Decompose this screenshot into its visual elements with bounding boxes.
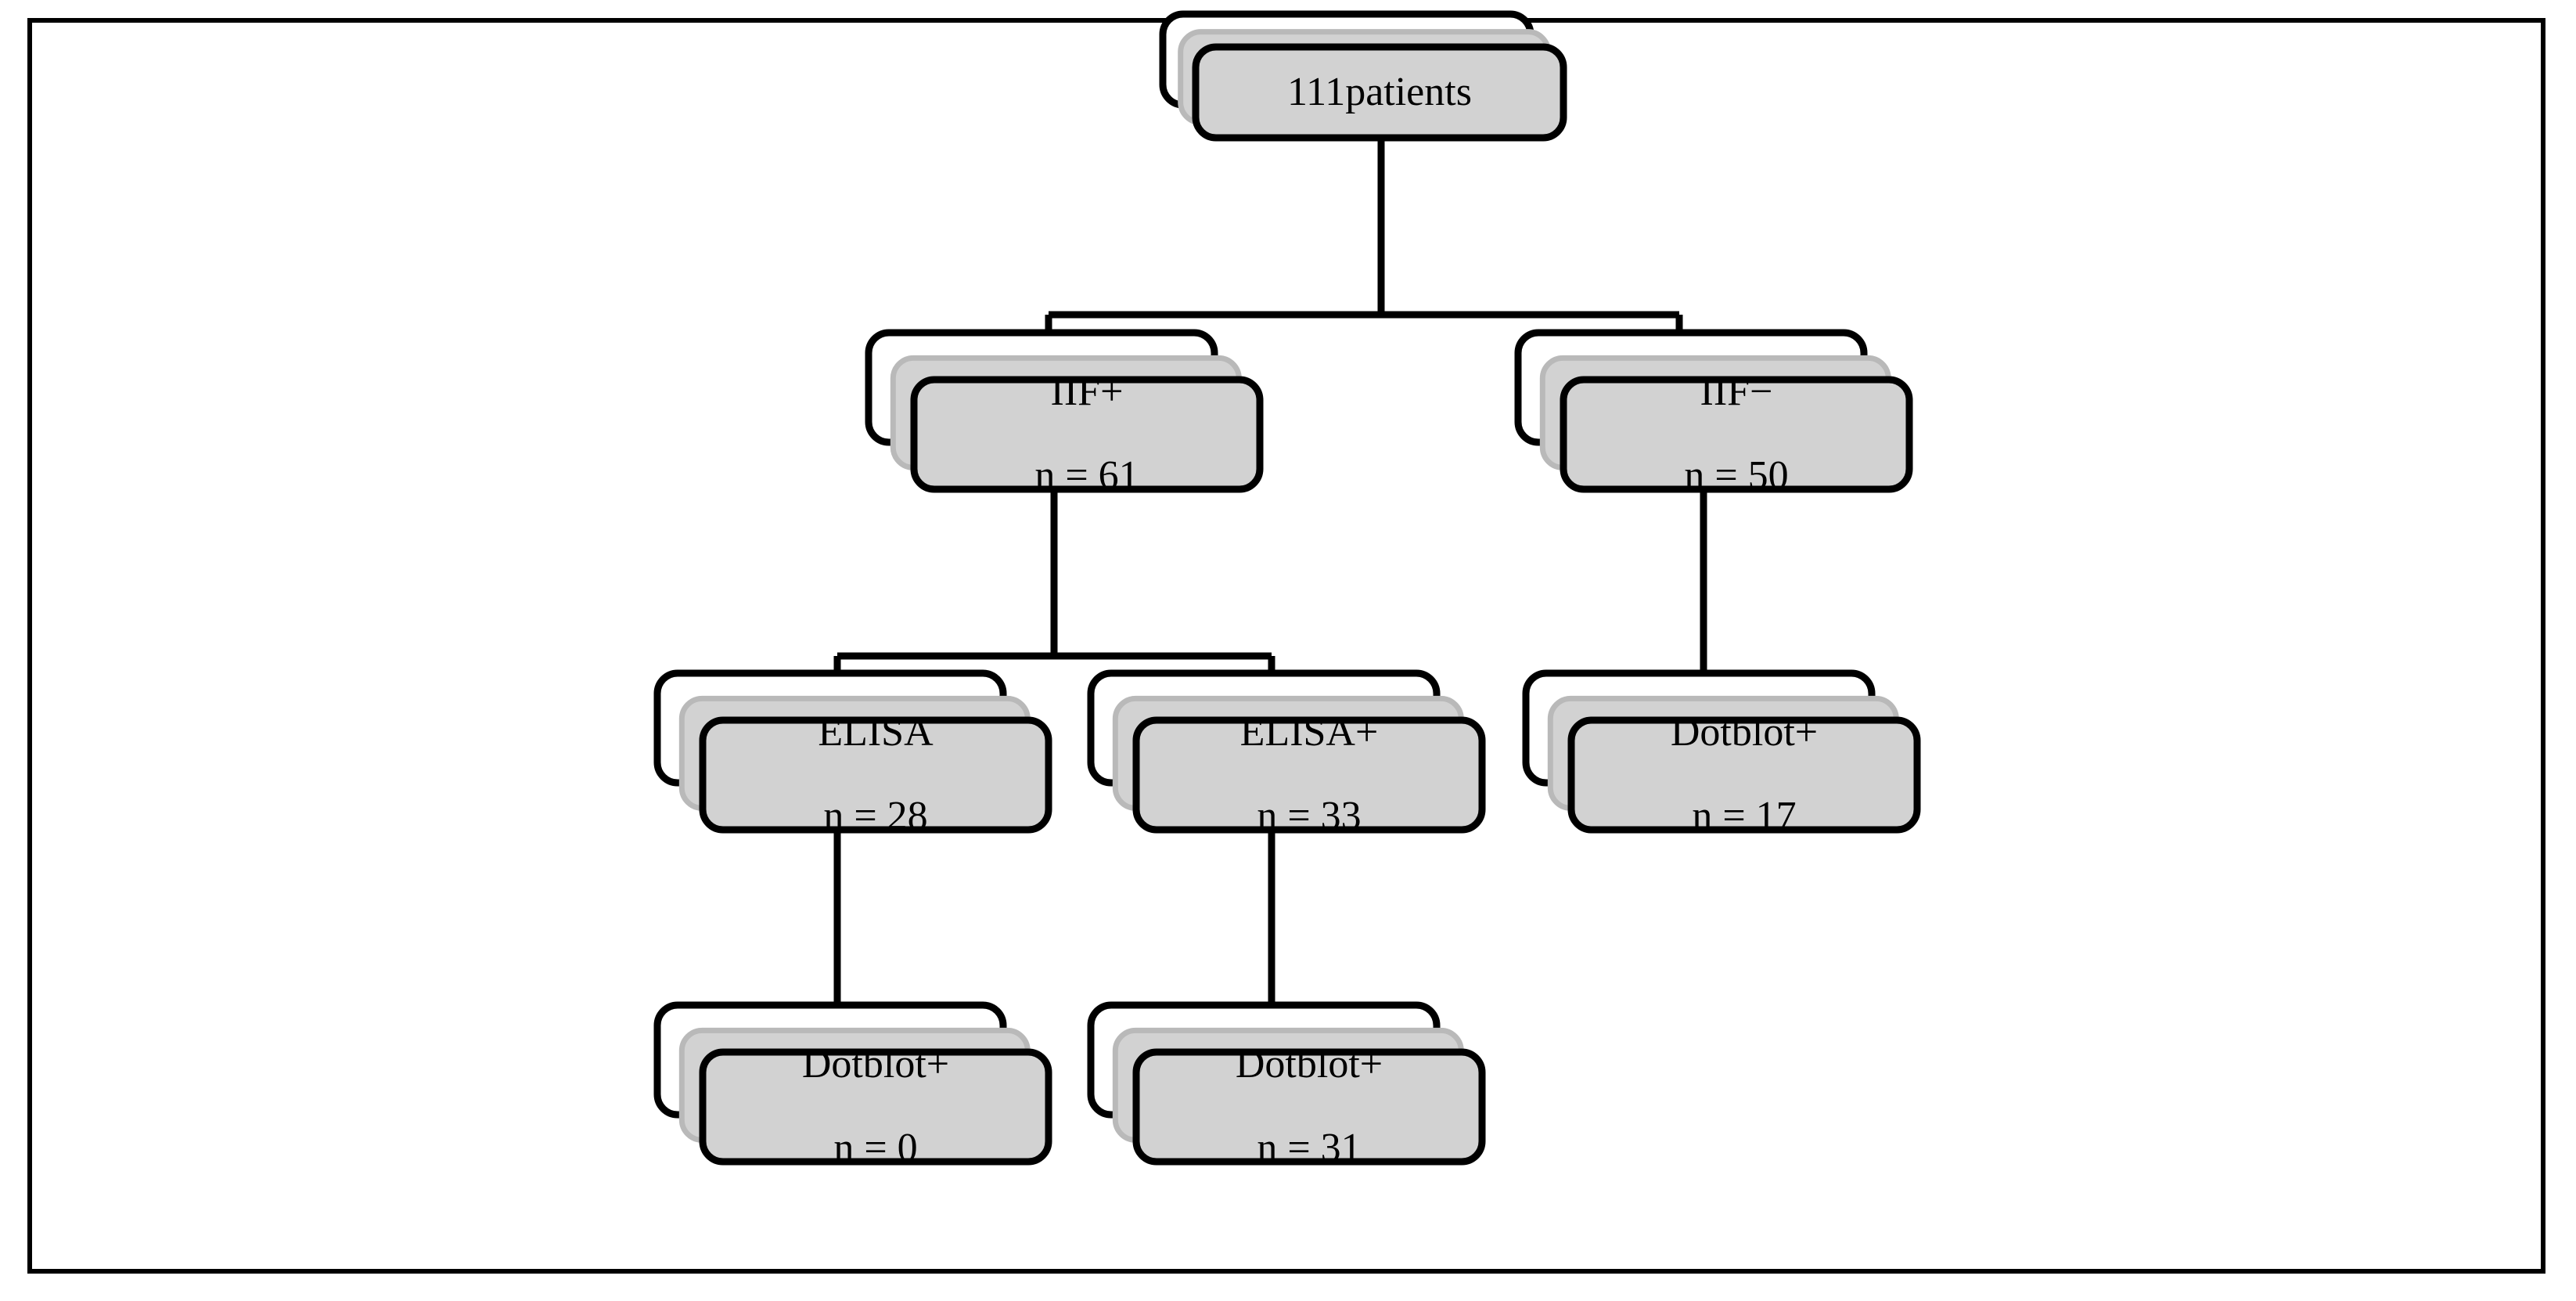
node-front-card-dotblot-elisaneg: [699, 1048, 1052, 1166]
node-front-card-iif-pos: [910, 376, 1264, 493]
flow-node-dotblot-elisaneg[interactable]: [653, 1001, 1052, 1166]
node-front-card-dotblot-iifneg: [1567, 716, 1921, 834]
connector-group: [833, 138, 1707, 1054]
flow-node-dotblot-iifneg[interactable]: [1522, 669, 1921, 834]
node-front-card-elisa-pos: [1132, 716, 1486, 834]
node-front-card-elisa-neg: [699, 716, 1052, 834]
node-front-card-iif-neg: [1560, 376, 1913, 493]
flow-node-root[interactable]: [1159, 10, 1567, 142]
node-group: [653, 10, 1921, 1166]
flow-node-elisa-pos[interactable]: [1087, 669, 1486, 834]
node-front-card-root: [1192, 43, 1567, 142]
flow-node-elisa-neg[interactable]: [653, 669, 1052, 834]
node-front-card-dotblot-elisapos: [1132, 1048, 1486, 1166]
flow-node-iif-pos[interactable]: [865, 329, 1264, 493]
flow-node-iif-neg[interactable]: [1514, 329, 1913, 493]
flow-node-dotblot-elisapos[interactable]: [1087, 1001, 1486, 1166]
